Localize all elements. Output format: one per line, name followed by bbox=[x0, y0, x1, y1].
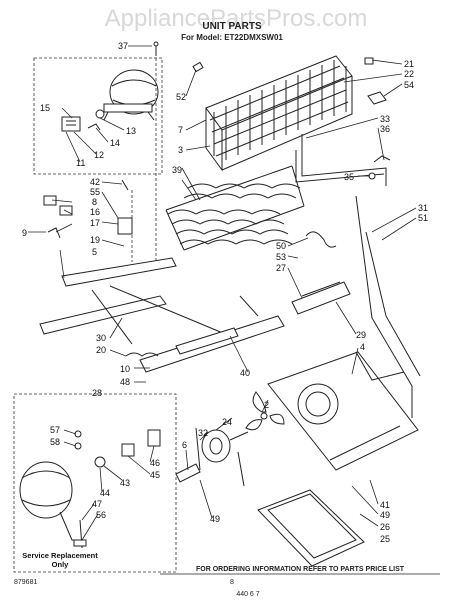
page-number: 8 bbox=[230, 579, 234, 586]
hot-loop-tube-inner bbox=[295, 150, 385, 183]
callout-14: 14 bbox=[110, 138, 120, 148]
callout-21: 21 bbox=[404, 59, 414, 69]
fan-blade bbox=[245, 391, 285, 431]
condenser-clip bbox=[364, 57, 374, 65]
motor-bracket bbox=[175, 463, 201, 483]
callout-32: 32 bbox=[198, 428, 208, 438]
service-replacement-box bbox=[13, 393, 177, 573]
foam-block bbox=[367, 91, 387, 105]
diagram-title: UNIT PARTS bbox=[202, 21, 262, 32]
callout-28: 28 bbox=[92, 388, 102, 398]
callout-58: 58 bbox=[50, 437, 60, 447]
callout-7: 7 bbox=[178, 125, 183, 135]
callout-49-right: 49 bbox=[380, 510, 390, 520]
condenser-fan-bracket bbox=[267, 351, 419, 471]
relay-drawing bbox=[61, 116, 81, 132]
callout-5: 5 bbox=[92, 247, 97, 257]
callout-33: 33 bbox=[380, 114, 390, 124]
callout-54: 54 bbox=[404, 80, 414, 90]
callout-10: 10 bbox=[120, 364, 130, 374]
ordering-information: FOR ORDERING INFORMATION REFER TO PARTS … bbox=[196, 566, 405, 573]
hot-loop-tube bbox=[301, 134, 387, 186]
compressor-drawing bbox=[103, 69, 159, 121]
callout-27: 27 bbox=[276, 263, 286, 273]
callout-52: 52 bbox=[176, 92, 186, 102]
callout-51: 51 bbox=[418, 213, 428, 223]
callout-53: 53 bbox=[276, 252, 286, 262]
document-number: 879681 bbox=[14, 579, 37, 586]
callout-8: 8 bbox=[92, 197, 97, 207]
callout-44: 44 bbox=[100, 488, 110, 498]
callout-17: 17 bbox=[90, 218, 100, 228]
callout-55: 55 bbox=[90, 187, 100, 197]
callout-40: 40 bbox=[240, 368, 250, 378]
callout-42: 42 bbox=[90, 177, 100, 187]
callout-22: 22 bbox=[404, 69, 414, 79]
drain-hose bbox=[305, 231, 337, 248]
bracket-part bbox=[59, 205, 73, 216]
callout-11: 11 bbox=[76, 158, 85, 168]
callout-labels: 37 21 22 54 52 7 3 15 13 14 12 11 33 36 … bbox=[22, 41, 428, 544]
service-label-line2: Only bbox=[52, 560, 69, 569]
compressor-group-box bbox=[33, 57, 163, 175]
evaporator-coil bbox=[165, 165, 305, 251]
callout-13: 13 bbox=[126, 126, 136, 136]
drain-pan bbox=[257, 489, 365, 567]
tube-clamp bbox=[373, 155, 391, 163]
callout-15: 15 bbox=[40, 103, 50, 113]
callout-2: 2 bbox=[264, 400, 269, 410]
callout-57: 57 bbox=[50, 425, 60, 435]
callout-24: 24 bbox=[222, 417, 232, 427]
terminal-clip bbox=[95, 109, 105, 119]
base-frame bbox=[39, 257, 285, 373]
suction-line bbox=[355, 195, 413, 418]
callout-19: 19 bbox=[90, 235, 100, 245]
drain-trough bbox=[291, 281, 351, 315]
callout-6: 6 bbox=[182, 440, 187, 450]
overload-protector bbox=[117, 217, 133, 235]
callout-45: 45 bbox=[150, 470, 160, 480]
leader-lines bbox=[28, 45, 417, 541]
callout-50: 50 bbox=[276, 241, 286, 251]
condenser-coil bbox=[205, 55, 353, 172]
model-number: For Model: ET22DMXSW01 bbox=[181, 33, 283, 42]
corner-mark: 440 6 7 bbox=[236, 591, 259, 598]
grommet-strip bbox=[125, 352, 159, 357]
callout-31: 31 bbox=[418, 203, 428, 213]
watermark: AppliancePartsPros.com bbox=[105, 5, 368, 32]
callout-48: 48 bbox=[120, 377, 130, 387]
callout-36: 36 bbox=[380, 124, 390, 134]
callout-56: 56 bbox=[96, 510, 106, 520]
callout-9: 9 bbox=[22, 228, 27, 238]
drain-tube-clip bbox=[192, 61, 204, 73]
callout-30: 30 bbox=[96, 333, 106, 343]
callout-39: 39 bbox=[172, 165, 182, 175]
callout-12: 12 bbox=[94, 150, 104, 160]
service-label-line1: Service Replacement bbox=[22, 551, 98, 560]
callout-37: 37 bbox=[118, 41, 128, 51]
callout-41: 41 bbox=[380, 500, 390, 510]
service-compressor bbox=[19, 461, 80, 541]
callout-49-left: 49 bbox=[210, 514, 220, 524]
callout-25: 25 bbox=[380, 534, 390, 544]
fan-motor bbox=[195, 427, 249, 487]
callout-29: 29 bbox=[356, 330, 366, 340]
callout-43: 43 bbox=[120, 478, 130, 488]
callout-4: 4 bbox=[360, 342, 365, 352]
wire-harness bbox=[87, 123, 101, 131]
service-start-relay bbox=[74, 429, 161, 468]
callout-20: 20 bbox=[96, 345, 106, 355]
callout-35: 35 bbox=[344, 172, 354, 182]
capillary-tube bbox=[365, 231, 421, 377]
callout-16: 16 bbox=[90, 207, 100, 217]
small-clip bbox=[47, 227, 61, 239]
callout-47: 47 bbox=[92, 499, 102, 509]
callout-3: 3 bbox=[178, 145, 183, 155]
callout-26: 26 bbox=[380, 522, 390, 532]
callout-46: 46 bbox=[150, 458, 160, 468]
